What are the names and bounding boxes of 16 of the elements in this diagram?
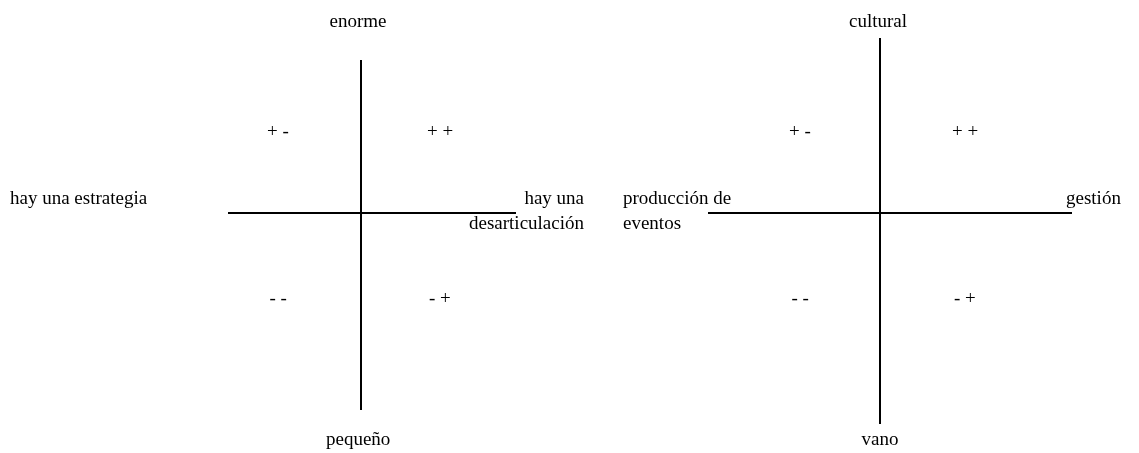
quadrant-sign: - - — [269, 286, 287, 310]
quadrant-sign: + + — [952, 119, 979, 143]
quadrant-sign: + - — [267, 119, 289, 143]
quadrant-sign: + - — [789, 119, 811, 143]
axis-label: hay una desarticulación — [468, 186, 584, 235]
axis-label: hay una estrategia — [10, 186, 148, 210]
axis-label: enorme — [329, 9, 387, 33]
axis-label: gestión — [1066, 186, 1121, 210]
quadrant-sign: - - — [791, 286, 809, 310]
axis-label: pequeño — [326, 427, 391, 451]
quadrant-sign: - + — [954, 286, 976, 310]
axis-label: producción de eventos — [623, 186, 733, 235]
quadrant-sign: + + — [427, 119, 454, 143]
axis-label: cultural — [849, 9, 908, 33]
quadrant-sign: - + — [429, 286, 451, 310]
axis-label: vano — [861, 427, 899, 451]
